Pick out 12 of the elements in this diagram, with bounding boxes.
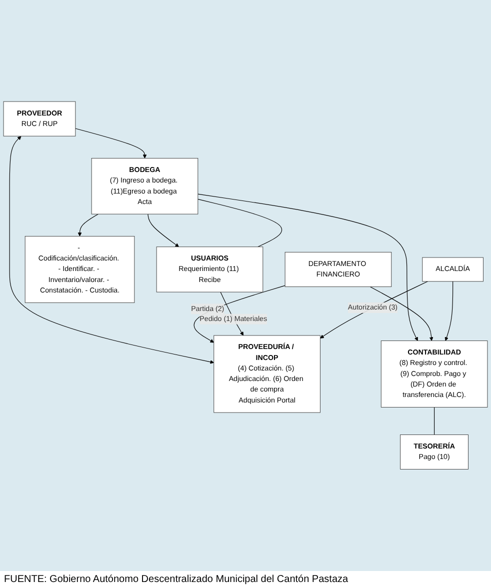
arrow xyxy=(370,286,434,342)
arrow xyxy=(78,214,98,236)
source-caption: FUENTE: Gobierno Autónomo Descentralizado Municipal del Cantón Pastaza xyxy=(3,573,350,587)
connector xyxy=(434,407,435,436)
arrow xyxy=(444,281,454,342)
arrow xyxy=(194,285,286,343)
connector xyxy=(198,199,282,248)
arrow xyxy=(75,128,147,159)
arrow xyxy=(148,214,180,248)
arrow xyxy=(198,194,418,342)
arrow xyxy=(320,281,428,339)
arrow xyxy=(9,136,214,364)
